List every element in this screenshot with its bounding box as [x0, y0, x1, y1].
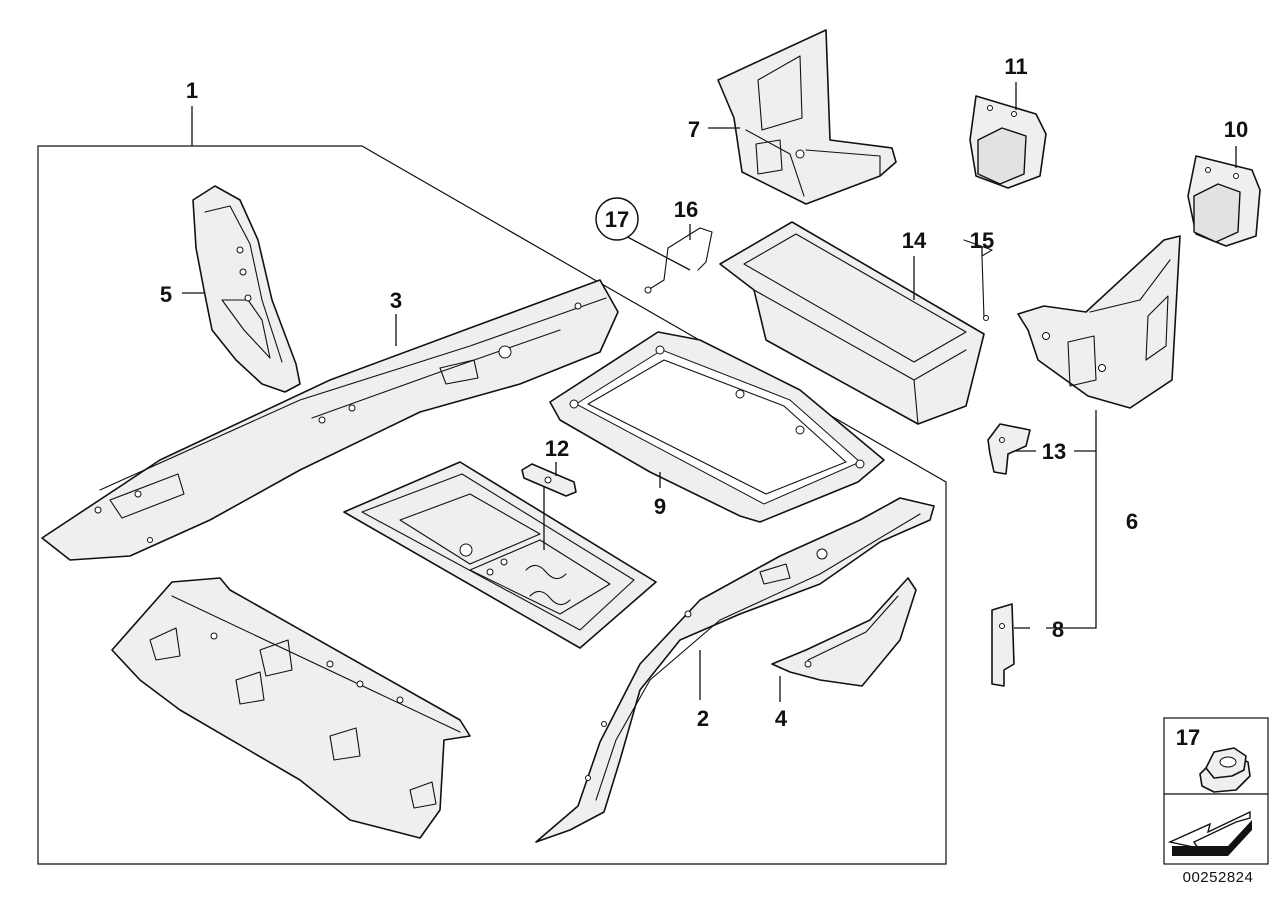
callout-7: 7 [688, 117, 700, 142]
legend-nut-box: 17 [1163, 717, 1269, 795]
assembly-frame [37, 145, 947, 865]
part-8-bracket[interactable] [991, 603, 1015, 687]
part-3-floor-rail[interactable] [41, 279, 619, 561]
part-14-storage-tray[interactable] [719, 221, 985, 425]
part-15-rod[interactable] [963, 239, 993, 321]
flange-nut-icon [1199, 747, 1251, 793]
floor-pan[interactable] [343, 461, 657, 649]
callout-16: 16 [674, 197, 698, 222]
callout-13: 13 [1042, 439, 1066, 464]
callout-8: 8 [1052, 617, 1064, 642]
callouts: 1 2 3 4 5 6 7 8 9 10 11 12 13 14 15 16 1… [160, 54, 1248, 731]
callout-9: 9 [654, 494, 666, 519]
rear-cross-member[interactable] [111, 577, 471, 839]
part-7-side-bracket[interactable] [717, 29, 897, 205]
callout-3: 3 [390, 288, 402, 313]
callout-2: 2 [697, 706, 709, 731]
callout-15: 15 [970, 228, 994, 253]
callout-4: 4 [775, 706, 788, 731]
leader-lines [182, 82, 1237, 702]
part-5-bracket[interactable] [192, 185, 301, 393]
part-12-clip[interactable] [521, 463, 577, 497]
callout-14: 14 [902, 228, 927, 253]
callout-11: 11 [1004, 54, 1027, 79]
callout-10: 10 [1224, 117, 1248, 142]
part-10-mount[interactable] [1187, 155, 1261, 247]
callout-17: 17 [605, 207, 629, 232]
legend-arrow-box [1163, 793, 1269, 865]
callout-5: 5 [160, 282, 172, 307]
part-2-curved-rail[interactable] [535, 497, 935, 843]
callout-12: 12 [545, 436, 569, 461]
reference-number: 00252824 [1183, 869, 1254, 886]
direction-arrow-icon [1167, 810, 1252, 856]
callout-6: 6 [1126, 509, 1138, 534]
callout-17-ring [595, 197, 639, 241]
part-6-bracket-assembly[interactable] [1017, 235, 1181, 409]
callout-1: 1 [186, 78, 198, 103]
part-13-clip[interactable] [987, 423, 1031, 475]
part-9-frame-panel[interactable] [549, 331, 885, 523]
legend-nut-callout: 17 [1176, 725, 1200, 750]
part-11-mount[interactable] [969, 95, 1047, 189]
part-4-bracket[interactable] [771, 577, 917, 687]
part-16-rod[interactable] [644, 227, 713, 294]
